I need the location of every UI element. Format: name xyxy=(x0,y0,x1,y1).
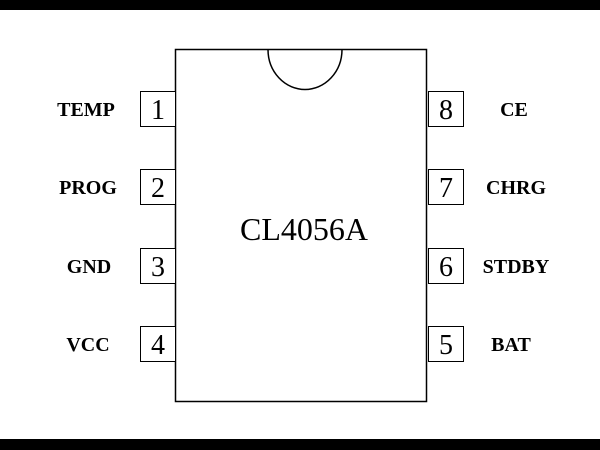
chip-body xyxy=(174,48,428,403)
pin-number: 7 xyxy=(439,173,453,204)
pin-name: GND xyxy=(67,256,111,278)
pin-name: CHRG xyxy=(486,177,546,199)
pin-3: 3 GND xyxy=(67,248,176,284)
pin-number: 3 xyxy=(151,252,165,283)
pin-number: 1 xyxy=(151,95,165,126)
pin-box xyxy=(428,248,464,284)
pin-number: 5 xyxy=(439,330,453,361)
pin-name: BAT xyxy=(491,334,531,356)
pin-1: 1 TEMP xyxy=(57,91,176,127)
pin-box xyxy=(428,91,464,127)
pin-number: 6 xyxy=(439,252,453,283)
pin-name: TEMP xyxy=(57,99,115,121)
pin-name: STDBY xyxy=(483,256,550,278)
chip-notch xyxy=(267,49,343,91)
pin-box xyxy=(428,326,464,362)
pin-box xyxy=(140,91,176,127)
pin-6: 6 STDBY xyxy=(428,248,550,284)
pin-2: 2 PROG xyxy=(59,169,176,205)
pin-name: CE xyxy=(500,99,528,121)
pin-8: 8 CE xyxy=(428,91,528,127)
pin-box xyxy=(140,169,176,205)
pin-box xyxy=(140,326,176,362)
bottom-border-bar xyxy=(0,439,600,450)
top-border-bar xyxy=(0,0,600,10)
pin-name: VCC xyxy=(66,334,109,356)
pin-name: PROG xyxy=(59,177,117,199)
pin-box xyxy=(428,169,464,205)
pin-number: 2 xyxy=(151,173,165,204)
pin-box xyxy=(140,248,176,284)
chip-name-label: CL4056A xyxy=(240,211,368,247)
pin-7: 7 CHRG xyxy=(428,169,546,205)
pin-number: 8 xyxy=(439,95,453,126)
pin-number: 4 xyxy=(151,330,165,361)
pin-4: 4 VCC xyxy=(66,326,176,362)
pin-5: 5 BAT xyxy=(428,326,531,362)
